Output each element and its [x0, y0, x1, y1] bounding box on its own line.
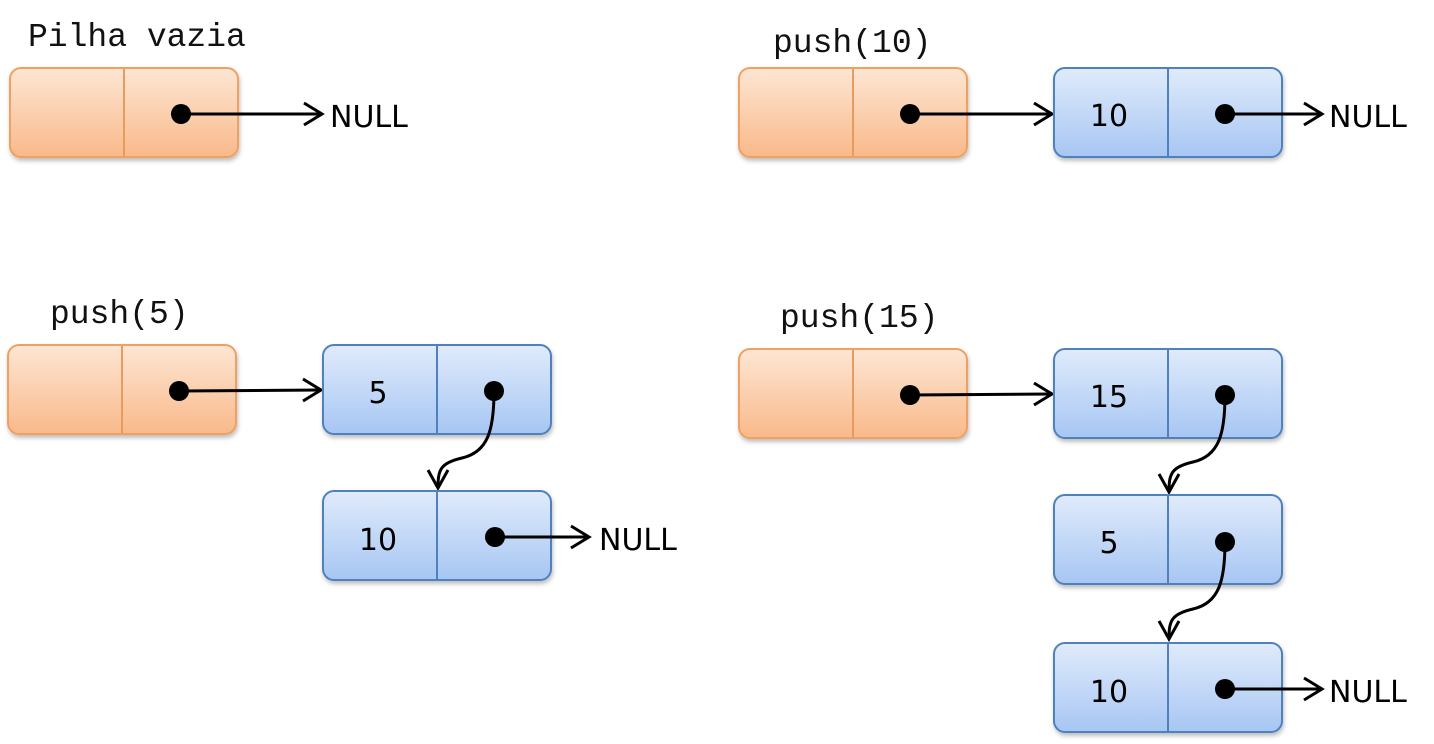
stack-node: 5 [1053, 494, 1283, 643]
null-label: NULL [330, 100, 408, 135]
stack-node: 10 [1053, 67, 1325, 158]
stack-node: 10 [1053, 642, 1325, 733]
pointer-arrow [1167, 541, 1227, 640]
node-value: 10 [1090, 99, 1128, 134]
head-pointer-box [7, 344, 324, 435]
panel-title: push(15) [780, 300, 938, 337]
panel-push-15: push(15) 15 5 10 [738, 300, 1407, 733]
node-value: 15 [1090, 380, 1128, 415]
node-value: 10 [359, 523, 397, 558]
pointer-arrow [1167, 394, 1227, 493]
pointer-arrow [909, 392, 1053, 397]
null-label: NULL [1329, 675, 1407, 710]
null-label: NULL [599, 523, 677, 558]
head-pointer-box [738, 348, 1055, 439]
node-value: 5 [368, 376, 387, 411]
panel-title: push(10) [773, 25, 931, 62]
null-label: NULL [1329, 100, 1407, 135]
panel-title: push(5) [50, 296, 189, 333]
head-pointer-box [738, 67, 1055, 158]
pointer-arrow [178, 388, 322, 393]
panel-empty-stack: Pilha vazia NULL [9, 19, 408, 158]
pointer-arrow [436, 390, 496, 489]
node-value: 10 [1090, 675, 1128, 710]
panel-title: Pilha vazia [28, 19, 246, 56]
stack-node: 15 [1053, 348, 1283, 496]
node-value: 5 [1099, 526, 1118, 561]
panel-push-10: push(10) 10 NULL [738, 25, 1407, 158]
stack-node: 10 [322, 490, 592, 581]
panel-push-5: push(5) 5 10 NULL [7, 296, 677, 581]
head-pointer-box [9, 67, 325, 158]
stack-node: 5 [322, 344, 552, 492]
